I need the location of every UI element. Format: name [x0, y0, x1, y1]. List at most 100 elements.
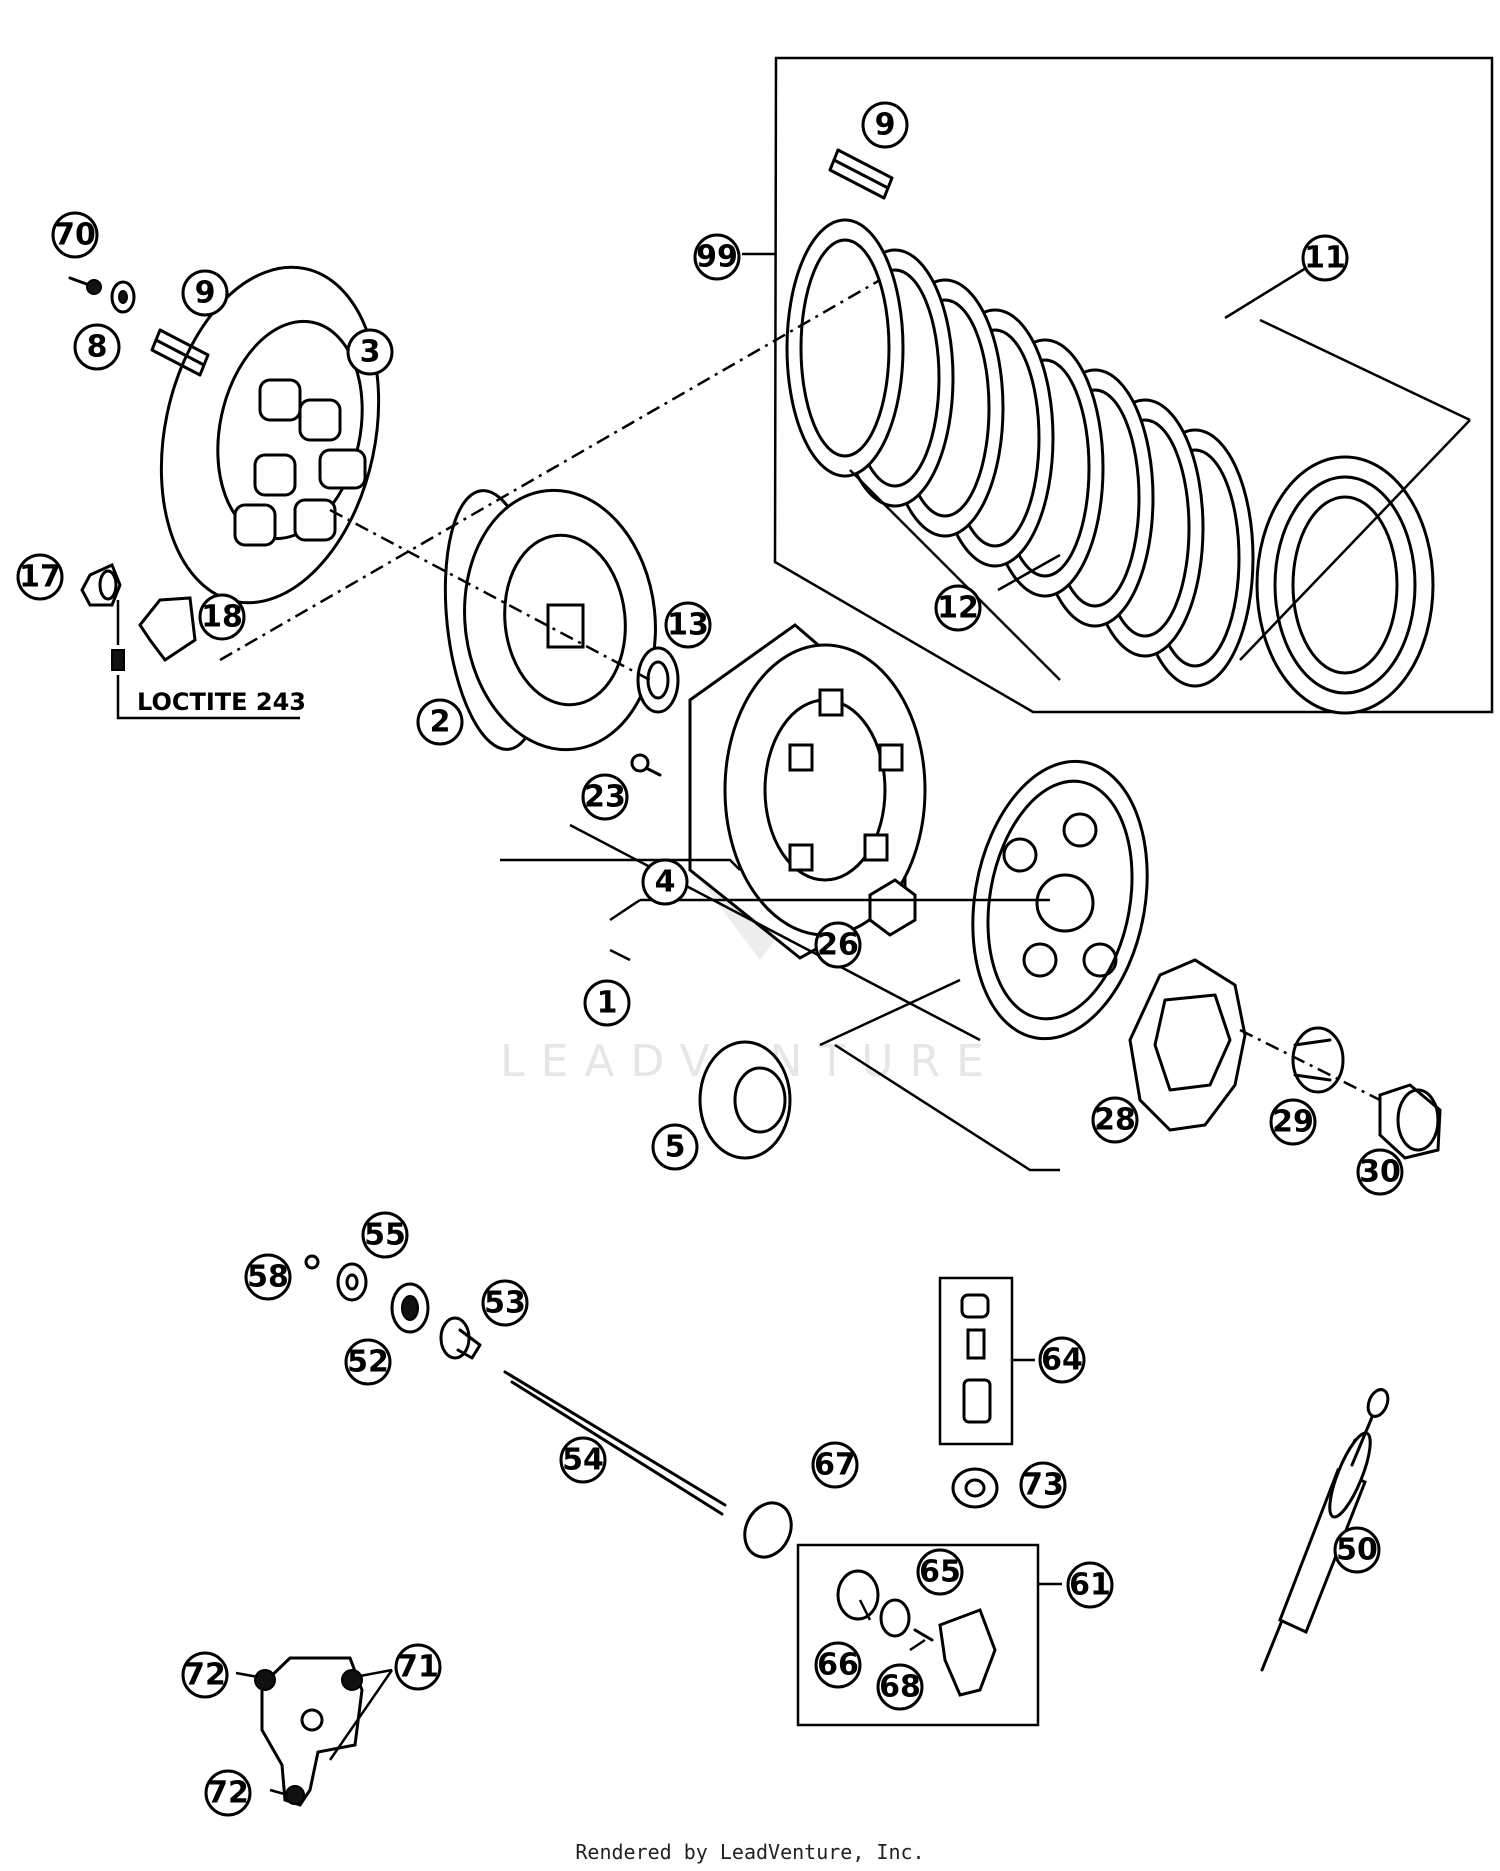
callout-9: 9	[181, 269, 229, 317]
svg-text:50: 50	[1336, 1533, 1378, 1568]
svg-text:68: 68	[879, 1670, 921, 1705]
callout-11: 11	[1301, 234, 1349, 282]
svg-text:26: 26	[817, 928, 859, 963]
callout-73: 73	[1019, 1461, 1067, 1509]
callout-26: 26	[814, 921, 862, 969]
o-ring-67	[743, 1501, 793, 1559]
svg-text:64: 64	[1041, 1343, 1083, 1378]
push-rod-54	[503, 1370, 727, 1516]
gear-5	[698, 1040, 792, 1160]
callout-72-bottom: 72	[204, 1769, 252, 1817]
footer-credit: Rendered by LeadVenture, Inc.	[575, 1840, 925, 1864]
svg-text:29: 29	[1272, 1105, 1314, 1140]
pressure-plate	[159, 265, 381, 605]
clutch-disc-stack	[785, 218, 1435, 715]
outer-clutch-basket	[688, 623, 927, 960]
callout-58: 58	[244, 1253, 292, 1301]
loctite-plug	[111, 649, 125, 671]
loctite-label: LOCTITE 243	[137, 688, 306, 716]
callout-67: 67	[811, 1441, 859, 1489]
callout-12: 12	[934, 584, 982, 632]
grease-syringe-50	[1260, 1388, 1390, 1672]
primary-driven-gear	[971, 759, 1149, 1041]
svg-text:11: 11	[1304, 241, 1346, 276]
svg-text:65: 65	[919, 1555, 961, 1590]
callout-5: 5	[651, 1123, 699, 1171]
bushing-26	[868, 878, 917, 937]
svg-text:61: 61	[1069, 1568, 1111, 1603]
bolt-23	[630, 753, 662, 777]
callout-1: 1	[583, 979, 631, 1027]
svg-text:12: 12	[937, 591, 979, 626]
svg-text:2: 2	[430, 705, 451, 740]
spring-68	[913, 1628, 934, 1642]
svg-text:55: 55	[364, 1218, 406, 1253]
svg-text:66: 66	[817, 1648, 859, 1683]
needle-bearing-29	[1291, 1026, 1345, 1094]
callout-70: 70	[51, 211, 99, 259]
callout-29: 29	[1269, 1098, 1317, 1146]
callout-3: 3	[346, 328, 394, 376]
svg-text:52: 52	[347, 1345, 389, 1380]
callout-72-top: 72	[181, 1651, 229, 1699]
callout-18: 18	[198, 593, 246, 641]
callout-53: 53	[481, 1279, 529, 1327]
svg-text:72: 72	[184, 1658, 226, 1693]
push-piece-53	[439, 1316, 482, 1360]
callout-71: 71	[394, 1643, 442, 1691]
callout-54: 54	[559, 1436, 607, 1484]
circlip-58	[304, 1254, 320, 1270]
svg-text:5: 5	[665, 1130, 686, 1165]
clutch-disc-kit-box	[773, 56, 1494, 714]
svg-text:3: 3	[360, 335, 381, 370]
callout-13: 13	[664, 601, 712, 649]
spring-9	[150, 328, 210, 377]
svg-text:99: 99	[696, 240, 738, 275]
spacer-30	[1378, 1083, 1442, 1160]
thrust-washer-13	[636, 646, 680, 714]
callout-68: 68	[876, 1663, 924, 1711]
seal-65	[879, 1598, 911, 1638]
callouts: 9 99 11 70 9 8 3 17 18 13 12 2 23 4 26 1…	[16, 101, 1404, 1817]
svg-text:9: 9	[875, 108, 896, 143]
spring-kit-part	[828, 148, 894, 200]
svg-text:28: 28	[1094, 1103, 1136, 1138]
callout-30: 30	[1356, 1148, 1404, 1196]
callout-50: 50	[1333, 1526, 1381, 1574]
svg-text:23: 23	[584, 780, 626, 815]
callout-23: 23	[581, 773, 629, 821]
callout-2: 2	[416, 698, 464, 746]
callout-55: 55	[361, 1211, 409, 1259]
svg-text:70: 70	[54, 218, 96, 253]
svg-text:71: 71	[397, 1650, 439, 1685]
svg-text:53: 53	[484, 1286, 526, 1321]
svg-text:58: 58	[247, 1260, 289, 1295]
plate-28	[1128, 958, 1247, 1132]
piston-66	[836, 1569, 880, 1621]
svg-text:73: 73	[1022, 1468, 1064, 1503]
lock-washer-18	[138, 596, 197, 663]
washer-55	[336, 1262, 368, 1302]
callout-66: 66	[814, 1641, 862, 1689]
callout-17: 17	[16, 553, 64, 601]
callout-8: 8	[73, 323, 121, 371]
bolt-70	[68, 276, 102, 295]
nozzle-parts-64	[960, 1293, 992, 1424]
inner-clutch-hub	[443, 488, 657, 752]
callout-61: 61	[1066, 1561, 1114, 1609]
washer-8	[110, 280, 136, 314]
svg-text:67: 67	[814, 1448, 856, 1483]
bearing-52	[390, 1282, 430, 1334]
callout-9-kit: 9	[861, 101, 909, 149]
svg-text:4: 4	[655, 865, 676, 900]
callout-28: 28	[1091, 1096, 1139, 1144]
svg-text:13: 13	[667, 608, 709, 643]
callout-4: 4	[641, 858, 689, 906]
washer-73	[951, 1467, 999, 1509]
callout-99: 99	[693, 233, 741, 281]
callout-64: 64	[1038, 1336, 1086, 1384]
svg-text:72: 72	[207, 1776, 249, 1811]
svg-text:9: 9	[195, 276, 216, 311]
svg-text:8: 8	[87, 330, 108, 365]
